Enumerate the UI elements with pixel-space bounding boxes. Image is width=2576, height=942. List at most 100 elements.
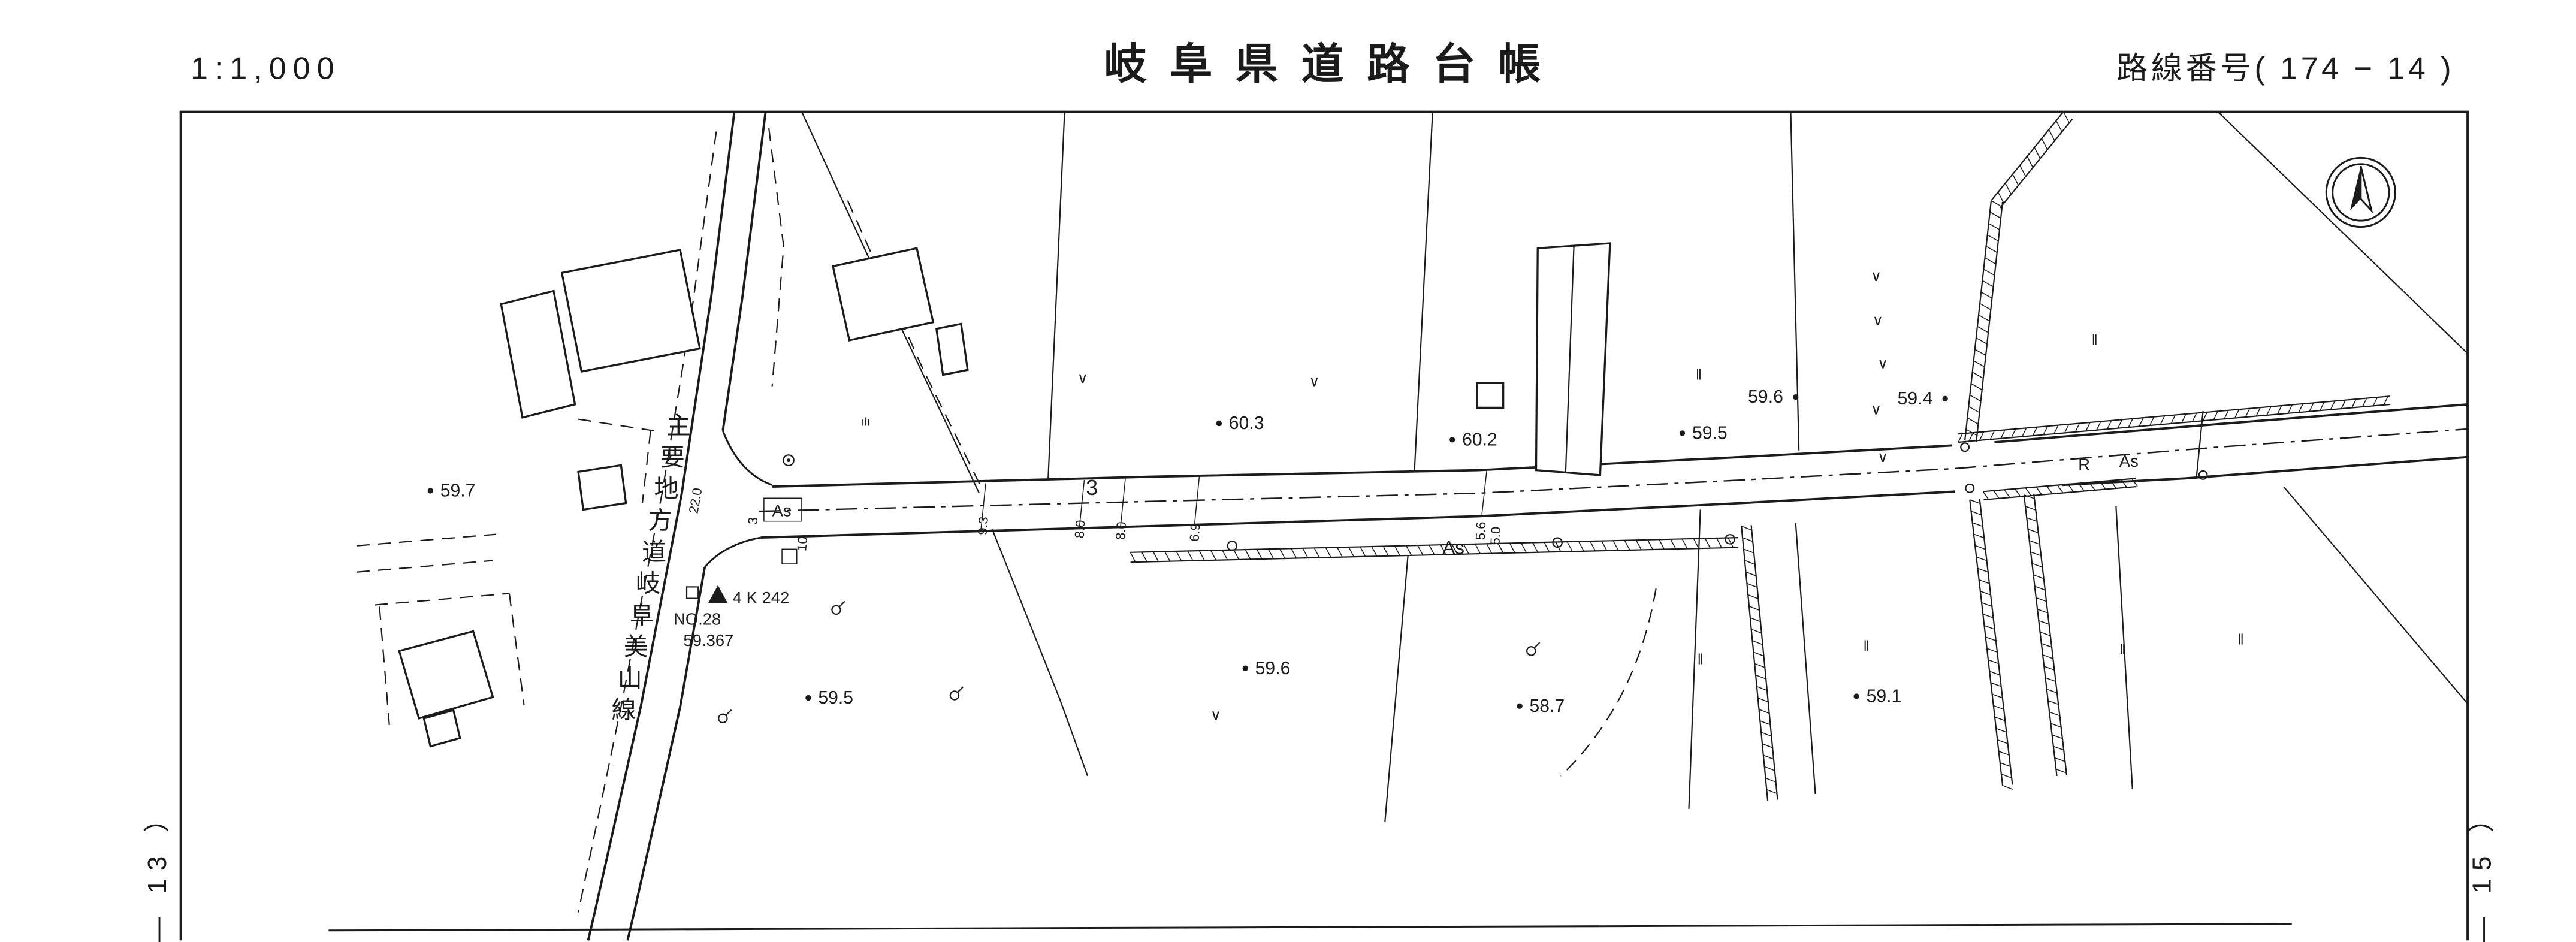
hatch-tick <box>1991 200 2003 207</box>
road-edge <box>587 111 736 941</box>
hatch-tick <box>1763 754 1774 760</box>
vegetation-symbol: ∨ <box>1871 401 1882 418</box>
hatch-tick <box>1141 551 1147 562</box>
spot-elevation-label: 60.2 <box>1462 430 1497 449</box>
hatch-tick <box>1993 705 2004 710</box>
benchmark: 4 K 242 NO.28 59.367 <box>674 585 789 650</box>
building <box>422 709 461 748</box>
hatch-tick <box>1624 540 1630 551</box>
dashed-boundary <box>356 560 493 573</box>
hatch-tick <box>2067 484 2074 493</box>
hatch-tick <box>1325 547 1331 558</box>
landuse-symbols: ∨∨∨∨∨∨∨∨‖‖‖‖‖‖ılı <box>718 268 2244 724</box>
road-edge <box>626 567 706 941</box>
hatch-tick <box>1985 257 1997 265</box>
hatch-tick <box>2034 585 2046 591</box>
hatch-tick <box>1555 542 1562 552</box>
rice-field-symbol: ‖ <box>2238 632 2244 648</box>
hatch-tick <box>1681 539 1688 549</box>
hatch-tick <box>1982 614 1994 618</box>
hatch-tick <box>2000 430 2006 439</box>
hatch-tick <box>2001 774 2012 778</box>
road-name-character: 線 <box>611 696 636 723</box>
hatch-tick <box>1747 582 1757 588</box>
building <box>832 247 935 342</box>
sheet-ref-right: ― 15 ） <box>2467 798 2496 942</box>
manhole-mark <box>2198 470 2208 480</box>
vegetation-symbol: ∨ <box>1877 449 1888 466</box>
dashed-boundary <box>375 593 510 606</box>
hatch-tick <box>1759 709 1769 714</box>
hatch-tick <box>2019 165 2027 177</box>
hatch-tick <box>2372 397 2378 406</box>
hatch-tick <box>1972 372 1984 379</box>
embankment-rail <box>1964 200 1992 441</box>
hatch-tick <box>1989 430 1995 440</box>
building <box>1535 242 1611 476</box>
hatch-tick <box>1988 223 2000 230</box>
hatch-tick <box>1760 732 1772 737</box>
surface-label-r: R <box>2078 455 2090 474</box>
building <box>500 289 576 419</box>
hatch-tick <box>2170 415 2176 424</box>
hatch-tick <box>1981 602 1992 607</box>
embankment-rail <box>2023 494 2058 777</box>
hatch-tick <box>2036 487 2043 496</box>
hatch-tick <box>2202 412 2208 421</box>
hatch-tick <box>1233 550 1240 560</box>
labels: As As As R 3 <box>772 452 2139 558</box>
hatch-tick <box>1176 551 1182 561</box>
embankment-rail <box>1983 485 2137 501</box>
hatch-tick <box>2025 506 2036 511</box>
vegetation-symbol: ∨ <box>1077 370 1088 387</box>
road-centerline <box>759 428 2468 512</box>
road-edge-south <box>2061 455 2468 487</box>
hatch-tick <box>1745 571 1756 576</box>
building-divider <box>1565 246 1575 472</box>
map-frame <box>179 110 2469 941</box>
hatch-tick <box>1995 727 2007 733</box>
hatch-tick <box>1187 551 1194 561</box>
hatch-tick <box>1440 544 1446 555</box>
north-arrow-outer-circle <box>2325 156 2396 228</box>
hatch-tick <box>2106 420 2112 430</box>
hatch-tick <box>1279 548 1286 559</box>
hatch-tick <box>2042 654 2053 659</box>
hatch-tick <box>2320 401 2325 411</box>
hatch-tick <box>2053 745 2064 751</box>
hatch-tick <box>1744 560 1756 565</box>
hatch-tick <box>1382 546 1389 557</box>
hatch-tick <box>1245 549 1251 560</box>
hatch-tick <box>1590 541 1596 551</box>
spot-elevation-label: 58.7 <box>1530 696 1565 716</box>
hatch-tick <box>2033 574 2044 579</box>
hatch-tick <box>1987 234 1999 241</box>
north-arrow-dark-half <box>2350 166 2361 211</box>
hatch-tick <box>2160 415 2166 425</box>
hatch-tick <box>1968 406 1980 413</box>
intersection-corner <box>704 536 761 568</box>
spot-elevation-dot <box>1793 394 1799 400</box>
hatch-tick <box>1992 693 2003 699</box>
roadside-ditch-line <box>578 131 717 913</box>
hatch-tick <box>2034 147 2041 159</box>
hatch-tick <box>1635 539 1642 550</box>
hatch-tick <box>1486 543 1493 554</box>
hatch-tick <box>2031 563 2043 568</box>
hatch-tick <box>2037 608 2048 614</box>
dashed-boundary <box>578 418 654 431</box>
hatch-tick <box>1544 542 1550 552</box>
header: 1:1,000 岐阜県道路台帳 路線番号( 174 − 14 ) <box>191 41 2451 89</box>
manhole-mark <box>1960 442 1970 452</box>
parcel-line <box>2115 506 2133 789</box>
road-name-character: 美 <box>624 633 648 660</box>
hatch-tick <box>1670 539 1677 550</box>
embankment-rail <box>1979 499 2013 785</box>
hatch-tick <box>1741 526 1752 531</box>
vegetation-symbol: ∨ <box>1871 268 1882 285</box>
hatch-tick <box>2048 129 2055 141</box>
embankment-rail <box>1983 478 2136 493</box>
hatch-tick <box>1976 337 1988 345</box>
